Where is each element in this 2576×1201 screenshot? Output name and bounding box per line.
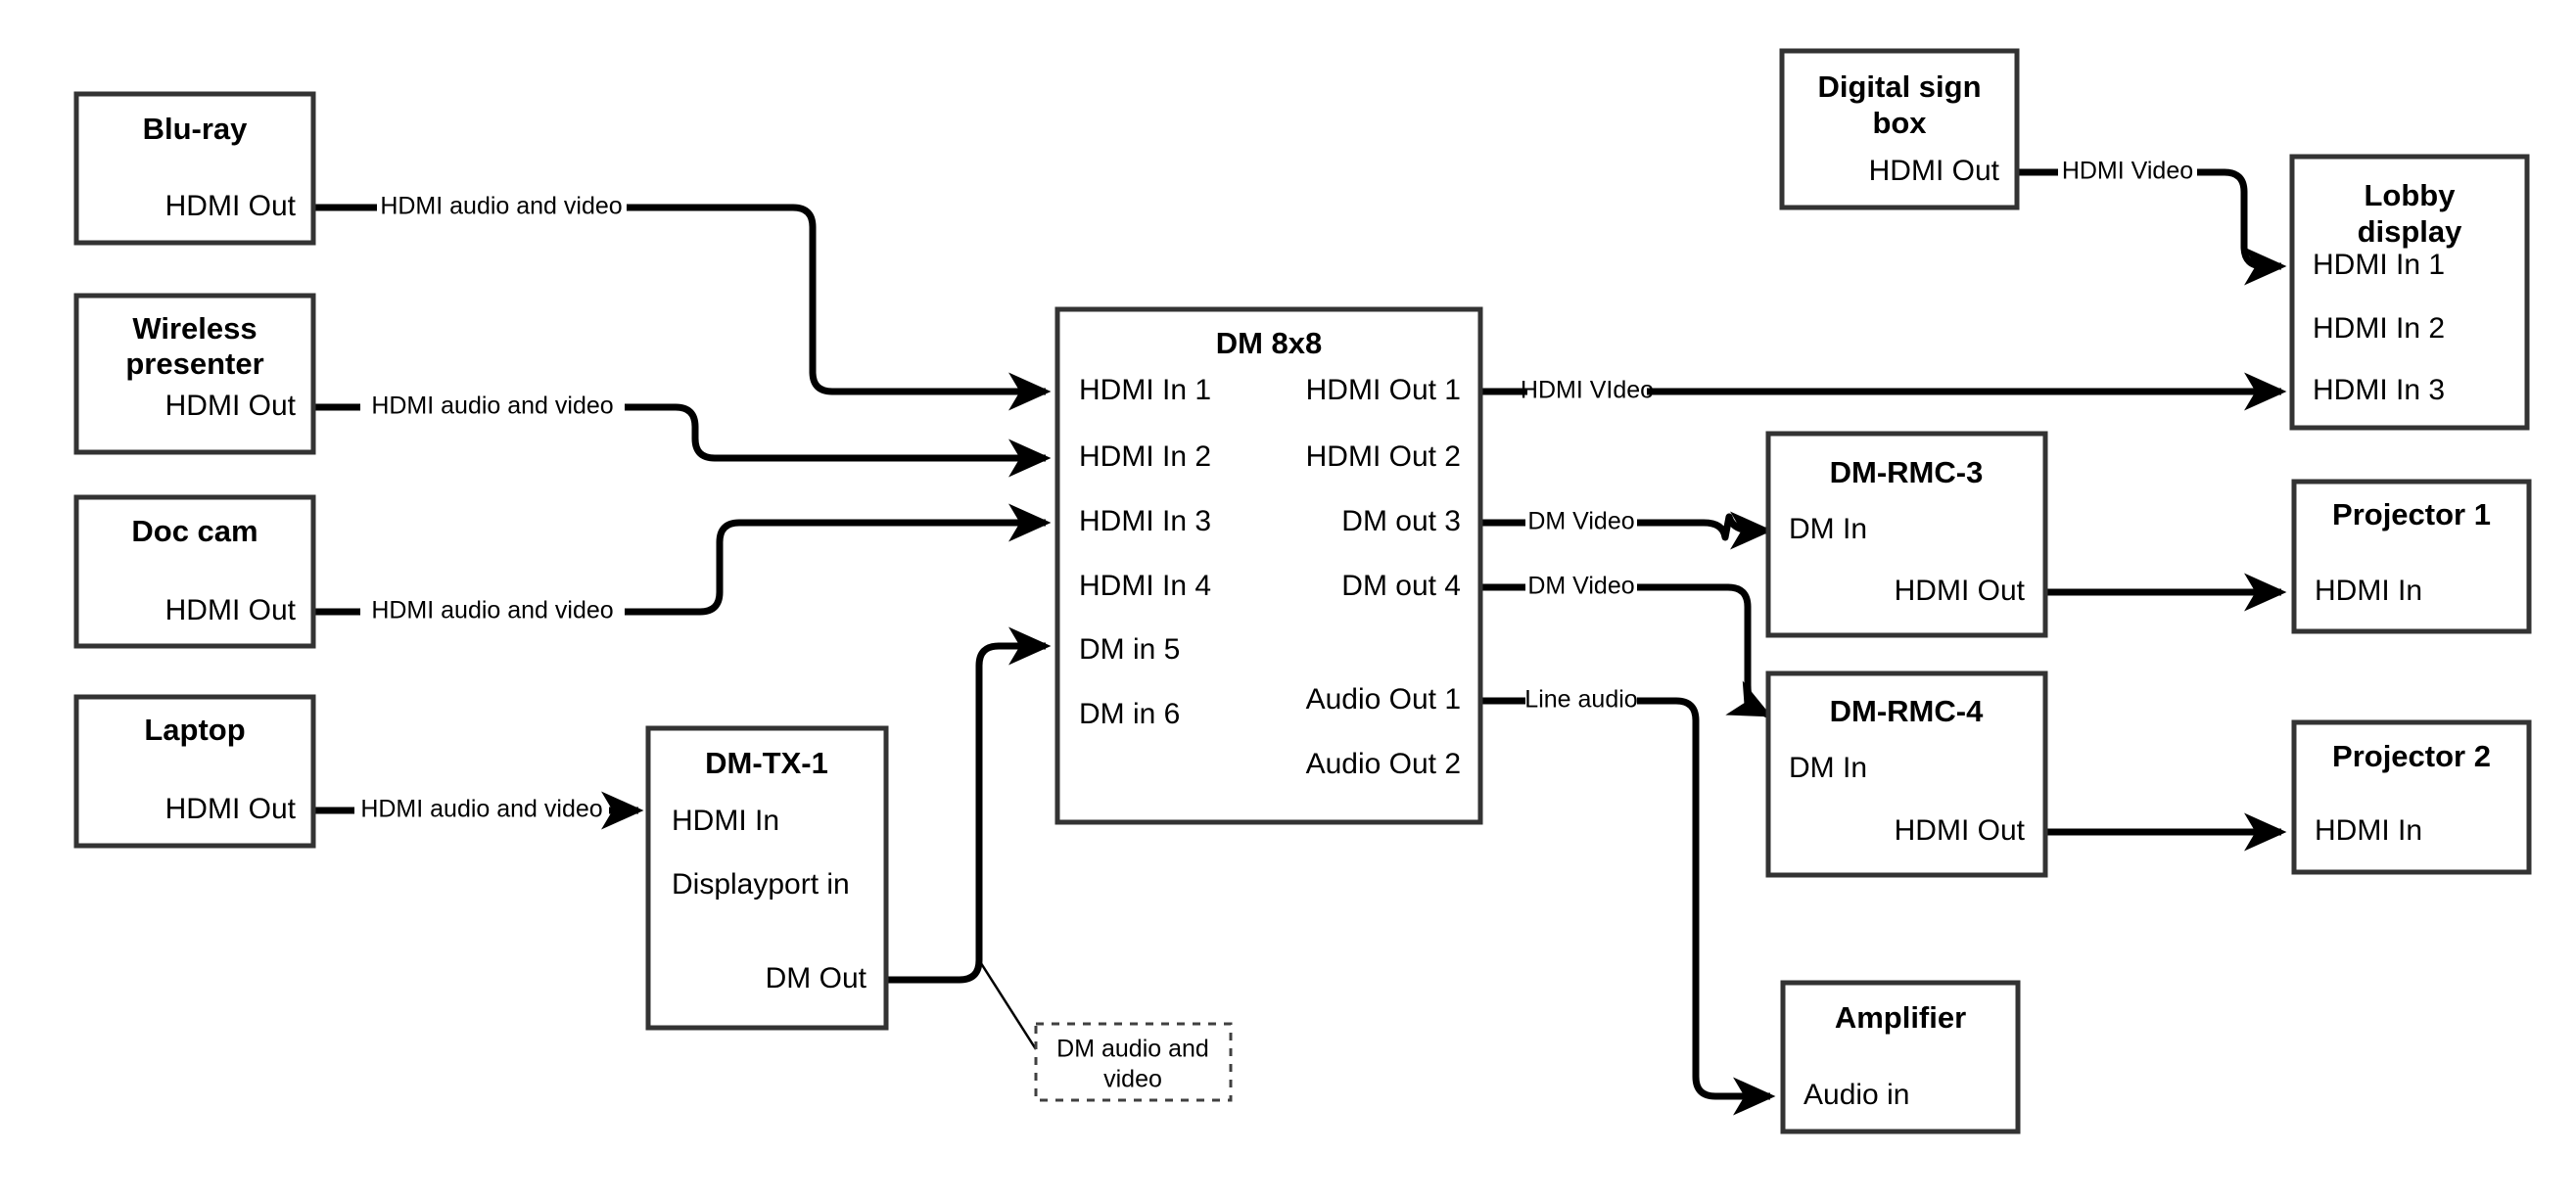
wire-dmtx1-to-dm8x8 bbox=[886, 626, 1052, 984]
lobby-display-port-hdmi-in-3: HDMI In 3 bbox=[2313, 374, 2445, 406]
dm-8x8-output-audio-out-2: Audio Out 2 bbox=[1306, 748, 1461, 780]
dm-8x8-input-hdmi-in-4: HDMI In 4 bbox=[1079, 570, 1211, 602]
node-digital-sign-box[interactable]: Digital sign box HDMI Out bbox=[1779, 48, 2020, 210]
dm-rmc-4-port-hdmi-out: HDMI Out bbox=[1895, 814, 2026, 847]
wire-doccam-to-dm8x8 bbox=[313, 523, 1046, 616]
dm-8x8-input-dm-in-5: DM in 5 bbox=[1079, 633, 1180, 666]
edge-label-doccam: HDMI audio and video bbox=[371, 597, 613, 624]
callout-dm-audio-and-video: DM audio and video bbox=[1034, 1022, 1233, 1102]
dm-tx-1-title: DM-TX-1 bbox=[705, 746, 828, 780]
callout-text-line2: video bbox=[1103, 1066, 1162, 1093]
dm-tx-1-port-hdmi-in: HDMI In bbox=[672, 805, 779, 837]
wire-sign-to-lobby bbox=[2017, 168, 2281, 266]
node-doc-cam[interactable]: Doc cam HDMI Out bbox=[73, 494, 316, 649]
dm-rmc-3-port-hdmi-out: HDMI Out bbox=[1895, 575, 2026, 607]
projector-2-box[interactable] bbox=[2291, 719, 2532, 875]
node-lobby-display[interactable]: Lobby display HDMI In 1 HDMI In 2 HDMI I… bbox=[2289, 154, 2530, 431]
node-dm-8x8[interactable]: DM 8x8 HDMI In 1 HDMI In 2 HDMI In 3 HDM… bbox=[1054, 306, 1483, 825]
lobby-display-port-hdmi-in-2: HDMI In 2 bbox=[2313, 312, 2445, 345]
wire-bluray-to-dm8x8 bbox=[313, 204, 1046, 392]
lobby-display-port-hdmi-in-1: HDMI In 1 bbox=[2313, 249, 2445, 281]
bluray-port-hdmi-out: HDMI Out bbox=[165, 190, 297, 222]
projector-1-title: Projector 1 bbox=[2332, 497, 2491, 531]
wire-dm8x8-audio1-to-amplifier bbox=[1480, 697, 1770, 1096]
node-bluray[interactable]: Blu-ray HDMI Out bbox=[73, 91, 316, 246]
dm-rmc-4-box[interactable] bbox=[1765, 670, 2048, 878]
edge-label-dm-out1: HDMI VIdeo bbox=[1521, 377, 1654, 404]
edge-label-sign-to-lobby: HDMI Video bbox=[2062, 158, 2193, 185]
edge-label-bluray: HDMI audio and video bbox=[380, 193, 622, 220]
projector-2-title: Projector 2 bbox=[2332, 739, 2491, 773]
edge-label-layer: HDMI audio and video HDMI audio and vide… bbox=[360, 158, 2193, 823]
digital-sign-box-title-line1: Digital sign bbox=[1817, 69, 1981, 104]
wireless-presenter-box[interactable] bbox=[73, 293, 316, 455]
edge-label-audio-out1: Line audio bbox=[1524, 686, 1637, 714]
dm-8x8-box[interactable] bbox=[1054, 306, 1483, 825]
dm-tx-1-box[interactable] bbox=[645, 725, 889, 1031]
dm-rmc-4-title: DM-RMC-4 bbox=[1830, 694, 1984, 728]
dm-8x8-output-hdmi-out-1: HDMI Out 1 bbox=[1306, 374, 1461, 406]
bluray-title: Blu-ray bbox=[143, 112, 249, 146]
doc-cam-box[interactable] bbox=[73, 494, 316, 649]
dm-rmc-3-box[interactable] bbox=[1765, 431, 2048, 638]
bluray-box[interactable] bbox=[73, 91, 316, 246]
laptop-port-hdmi-out: HDMI Out bbox=[165, 793, 297, 825]
wire-dm8x8-out3-to-rmc3 bbox=[1480, 517, 1767, 537]
dm-8x8-input-hdmi-in-2: HDMI In 2 bbox=[1079, 440, 1211, 473]
dm-8x8-input-dm-in-6: DM in 6 bbox=[1079, 698, 1180, 730]
dm-8x8-input-hdmi-in-3: HDMI In 3 bbox=[1079, 505, 1211, 537]
lobby-display-title-line1: Lobby bbox=[2365, 178, 2457, 212]
laptop-box[interactable] bbox=[73, 694, 316, 849]
node-dm-rmc-4[interactable]: DM-RMC-4 DM In HDMI Out bbox=[1765, 670, 2048, 878]
projector-2-port-hdmi-in: HDMI In bbox=[2315, 814, 2422, 847]
edge-label-dm-out4: DM Video bbox=[1527, 573, 1634, 600]
dm-tx-1-port-displayport-in: Displayport in bbox=[672, 868, 850, 901]
dm-tx-1-port-dm-out: DM Out bbox=[766, 962, 867, 994]
digital-sign-box-port-hdmi-out: HDMI Out bbox=[1869, 155, 2000, 187]
wire-wireless-to-dm8x8 bbox=[313, 403, 1046, 458]
connector-layer bbox=[313, 168, 2281, 1096]
node-wireless-presenter[interactable]: Wireless presenter HDMI Out bbox=[73, 293, 316, 455]
dm-8x8-output-hdmi-out-2: HDMI Out 2 bbox=[1306, 440, 1461, 473]
lobby-display-title-line2: display bbox=[2358, 214, 2463, 249]
dm-rmc-3-title: DM-RMC-3 bbox=[1830, 455, 1984, 489]
node-dm-tx-1[interactable]: DM-TX-1 HDMI In Displayport in DM Out bbox=[645, 725, 889, 1031]
dm-8x8-output-dm-out-3: DM out 3 bbox=[1341, 505, 1461, 537]
amplifier-title: Amplifier bbox=[1835, 1000, 1966, 1035]
wireless-presenter-title-line2: presenter bbox=[125, 346, 263, 381]
node-dm-rmc-3[interactable]: DM-RMC-3 DM In HDMI Out bbox=[1765, 431, 2048, 638]
amplifier-box[interactable] bbox=[1780, 980, 2021, 1134]
dm-rmc-3-port-dm-in: DM In bbox=[1789, 513, 1867, 545]
dm-8x8-title: DM 8x8 bbox=[1216, 326, 1323, 360]
node-laptop[interactable]: Laptop HDMI Out bbox=[73, 694, 316, 849]
doc-cam-port-hdmi-out: HDMI Out bbox=[165, 594, 297, 626]
dm-rmc-4-port-dm-in: DM In bbox=[1789, 752, 1867, 784]
callout-leader-line bbox=[977, 959, 1038, 1050]
digital-sign-box-rect[interactable] bbox=[1779, 48, 2020, 210]
projector-1-port-hdmi-in: HDMI In bbox=[2315, 575, 2422, 607]
doc-cam-title: Doc cam bbox=[131, 514, 258, 548]
edge-label-laptop: HDMI audio and video bbox=[360, 796, 602, 823]
node-projector-1[interactable]: Projector 1 HDMI In bbox=[2291, 479, 2532, 634]
edge-label-wireless: HDMI audio and video bbox=[371, 393, 613, 420]
dm-8x8-output-dm-out-4: DM out 4 bbox=[1341, 570, 1461, 602]
edge-label-dm-out3: DM Video bbox=[1527, 508, 1634, 535]
node-projector-2[interactable]: Projector 2 HDMI In bbox=[2291, 719, 2532, 875]
dm-8x8-input-hdmi-in-1: HDMI In 1 bbox=[1079, 374, 1211, 406]
amplifier-port-audio-in: Audio in bbox=[1803, 1079, 1909, 1111]
laptop-title: Laptop bbox=[144, 713, 245, 747]
dm-8x8-output-audio-out-1: Audio Out 1 bbox=[1306, 683, 1461, 716]
callout-text-line1: DM audio and bbox=[1056, 1036, 1209, 1063]
projector-1-box[interactable] bbox=[2291, 479, 2532, 634]
wire-dm8x8-out4-to-rmc4 bbox=[1480, 583, 1767, 715]
callout-box bbox=[1034, 1022, 1233, 1102]
wireless-presenter-port-hdmi-out: HDMI Out bbox=[165, 390, 297, 422]
wireless-presenter-title-line1: Wireless bbox=[132, 311, 257, 346]
digital-sign-box-title-line2: box bbox=[1872, 106, 1927, 140]
node-amplifier[interactable]: Amplifier Audio in bbox=[1780, 980, 2021, 1134]
lobby-display-box[interactable] bbox=[2289, 154, 2530, 431]
